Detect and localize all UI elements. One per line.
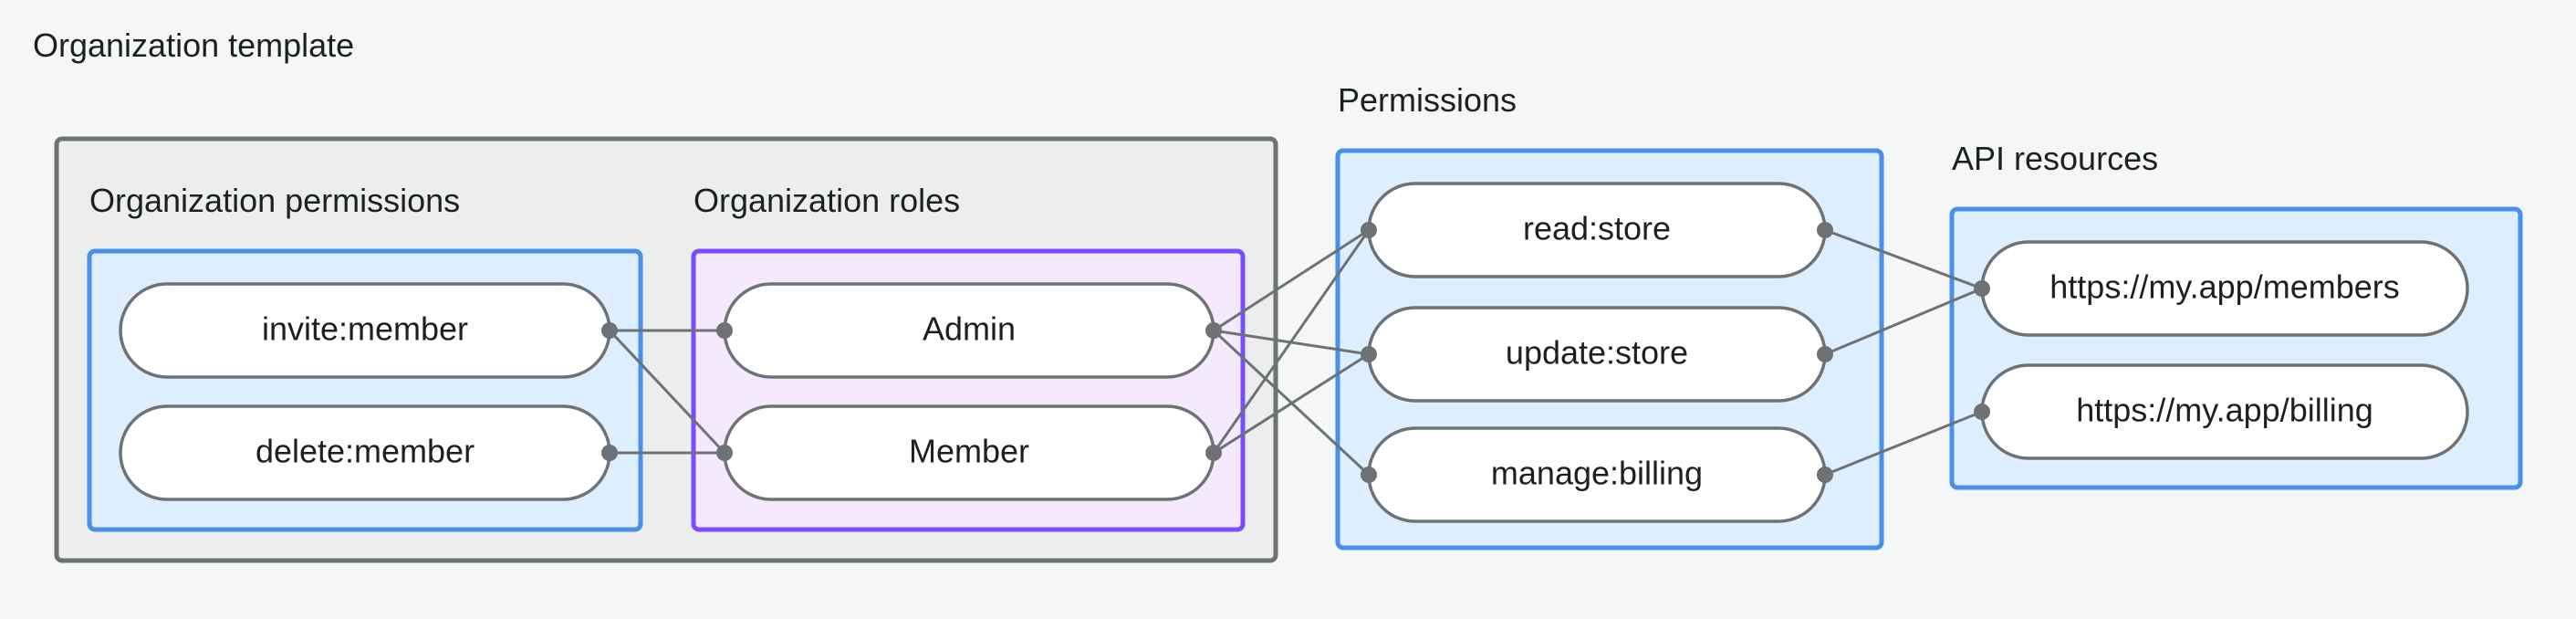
edge-read-store-to-api-members xyxy=(1824,228,1983,290)
connector-dot-out-member xyxy=(1205,445,1222,461)
connector-dot-in-api-billing xyxy=(1974,404,1990,420)
connector-dot-out-read-store xyxy=(1817,222,1833,238)
connector-dot-out-admin xyxy=(1205,322,1222,339)
group-label-organization-template: Organization template xyxy=(33,26,354,64)
connector-dot-out-invite-member xyxy=(601,322,618,339)
node-label-admin: Admin xyxy=(923,310,1016,348)
node-label-member: Member xyxy=(909,433,1029,470)
connector-dot-in-update-store xyxy=(1361,346,1377,362)
group-label-organization-permissions: Organization permissions xyxy=(89,182,460,219)
connector-dot-in-manage-billing xyxy=(1361,467,1377,483)
node-label-manage-billing: manage:billing xyxy=(1491,455,1703,492)
connector-dot-out-delete-member xyxy=(601,445,618,461)
connector-dot-out-manage-billing xyxy=(1817,467,1833,483)
connector-dot-in-api-members xyxy=(1974,280,1990,297)
connector-dot-in-member xyxy=(716,445,733,461)
edge-invite-member-to-member xyxy=(608,329,726,455)
group-label-api-resources: API resources xyxy=(1952,140,2158,177)
node-label-api-members: https://my.app/members xyxy=(2049,268,2399,306)
edges-layer xyxy=(608,228,1983,477)
edge-update-store-to-api-members xyxy=(1824,287,1983,356)
edge-manage-billing-to-api-billing xyxy=(1824,410,1983,477)
edge-member-to-read-store xyxy=(1212,229,1371,454)
node-label-delete-member: delete:member xyxy=(256,433,475,470)
node-label-api-billing: https://my.app/billing xyxy=(2076,392,2373,429)
node-label-update-store: update:store xyxy=(1506,334,1688,372)
edge-admin-to-read-store xyxy=(1213,228,1370,332)
node-label-invite-member: invite:member xyxy=(262,310,468,348)
connector-dot-in-admin xyxy=(716,322,733,339)
edge-member-to-update-store xyxy=(1213,352,1370,455)
connector-dot-in-read-store xyxy=(1361,222,1377,238)
group-label-organization-roles: Organization roles xyxy=(694,182,960,219)
node-label-read-store: read:store xyxy=(1523,210,1671,247)
group-label-permissions: Permissions xyxy=(1338,81,1517,119)
connector-dot-out-update-store xyxy=(1817,346,1833,362)
